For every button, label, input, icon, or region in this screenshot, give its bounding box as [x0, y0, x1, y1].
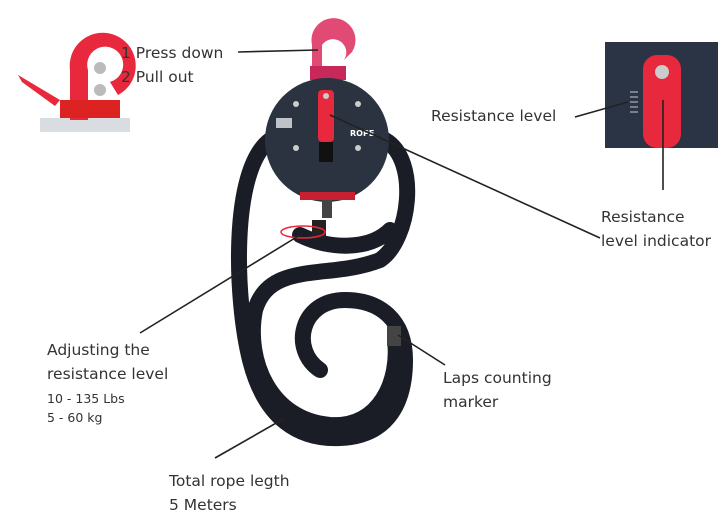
- device-body: ROPE: [265, 78, 389, 239]
- resistance-indicator-label-1: Resistance: [601, 208, 685, 226]
- press-down-label: 1 Press down: [121, 44, 224, 62]
- rope-length-label-2: 5 Meters: [169, 496, 237, 512]
- range-kg: 5 - 60 kg: [47, 410, 103, 425]
- laps-marker-label-2: marker: [443, 393, 499, 411]
- resistance-level-label: Resistance level: [431, 107, 557, 125]
- adjusting-label-2: resistance level: [47, 365, 169, 383]
- svg-text:ROPE: ROPE: [350, 129, 374, 138]
- rope-length-label-1: Total rope legth: [169, 472, 290, 490]
- resistance-detail-image: [605, 42, 718, 148]
- resistance-indicator-slider: [318, 90, 334, 142]
- leader-lines: [139, 49, 664, 459]
- resistance-indicator-label-2: level indicator: [601, 232, 712, 250]
- range-lbs: 10 - 135 Lbs: [47, 391, 125, 406]
- pull-out-label: 2 Pull out: [121, 68, 194, 86]
- adjusting-label-1: Adjusting the: [47, 341, 150, 359]
- device-hook: [310, 18, 356, 80]
- laps-marker: [387, 326, 401, 346]
- rope: [230, 132, 416, 447]
- laps-marker-label-1: Laps counting: [443, 369, 552, 387]
- hook-detail-image: [18, 32, 136, 132]
